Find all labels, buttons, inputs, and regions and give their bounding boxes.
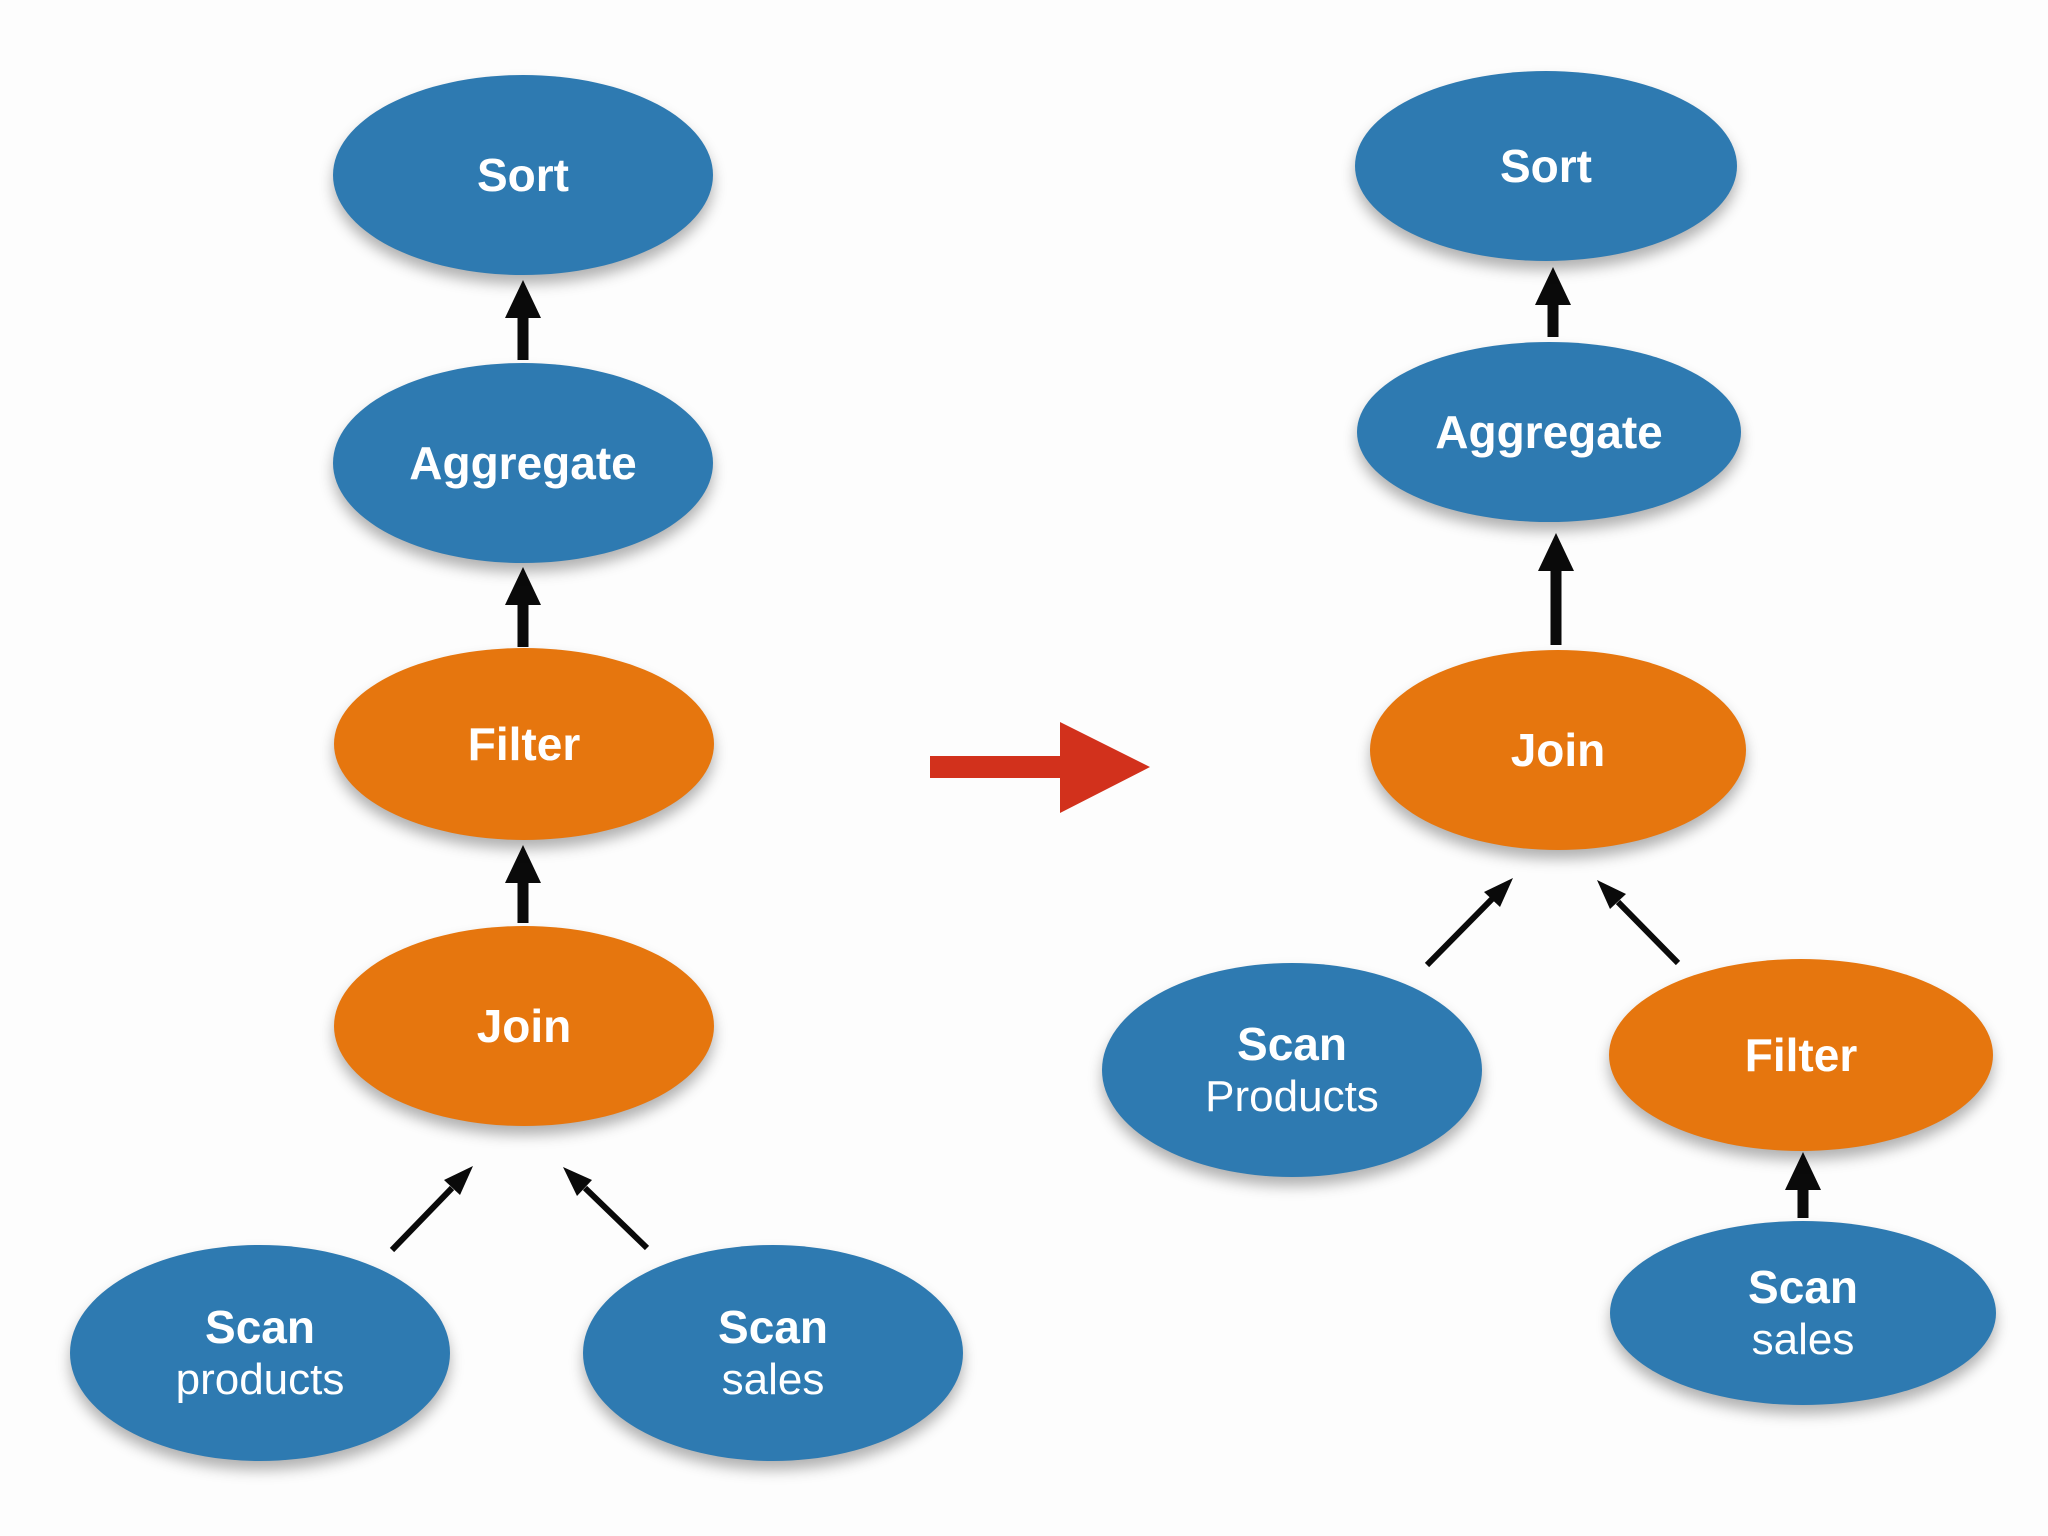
node-label: Scan (1748, 1260, 1858, 1313)
node-label: Scan (205, 1300, 315, 1353)
node-sublabel: Products (1205, 1072, 1379, 1122)
node-label: Scan (1237, 1017, 1347, 1070)
after-scan-sales-node: Scan sales (1610, 1221, 1996, 1405)
node-label: Join (1510, 723, 1606, 776)
node-label: Filter (467, 717, 581, 770)
edge-join-to-filter-before (505, 845, 541, 923)
before-scan-sales-node: Scan sales (583, 1245, 963, 1461)
edge-scan-sales-to-join-before (563, 1167, 650, 1251)
node-label: Filter (1744, 1028, 1858, 1081)
node-label: Aggregate (409, 436, 637, 489)
node-label: Aggregate (1435, 405, 1663, 458)
node-sublabel: sales (721, 1355, 825, 1405)
node-label: Scan (718, 1300, 828, 1353)
edge-aggregate-to-sort-before (505, 280, 541, 360)
edge-aggregate-to-sort-after (1535, 267, 1571, 337)
after-sort-node: Sort (1355, 71, 1737, 261)
edge-scan-products-to-join-before (389, 1166, 473, 1253)
after-join-node: Join (1370, 650, 1746, 850)
node-sublabel: sales (1751, 1315, 1855, 1365)
node-label: Sort (1500, 139, 1592, 192)
node-label: Join (476, 999, 572, 1052)
before-scan-products-node: Scan products (70, 1245, 450, 1461)
before-filter-node: Filter (334, 648, 714, 840)
after-filter-node: Filter (1609, 959, 1993, 1151)
edge-join-to-aggregate-after (1538, 533, 1574, 645)
before-join-node: Join (334, 926, 714, 1126)
edge-filter-to-aggregate-before (505, 567, 541, 647)
edge-scan-products-to-join-after (1424, 878, 1513, 968)
node-sublabel: products (175, 1355, 345, 1405)
after-aggregate-node: Aggregate (1357, 342, 1741, 522)
after-scan-products-node: Scan Products (1102, 963, 1482, 1177)
node-label: Sort (477, 148, 569, 201)
transform-arrow-icon (930, 722, 1150, 813)
edge-filter-to-join-after (1597, 880, 1681, 966)
before-sort-node: Sort (333, 75, 713, 275)
edge-scan-sales-to-filter-after (1785, 1152, 1821, 1218)
before-aggregate-node: Aggregate (333, 363, 713, 563)
